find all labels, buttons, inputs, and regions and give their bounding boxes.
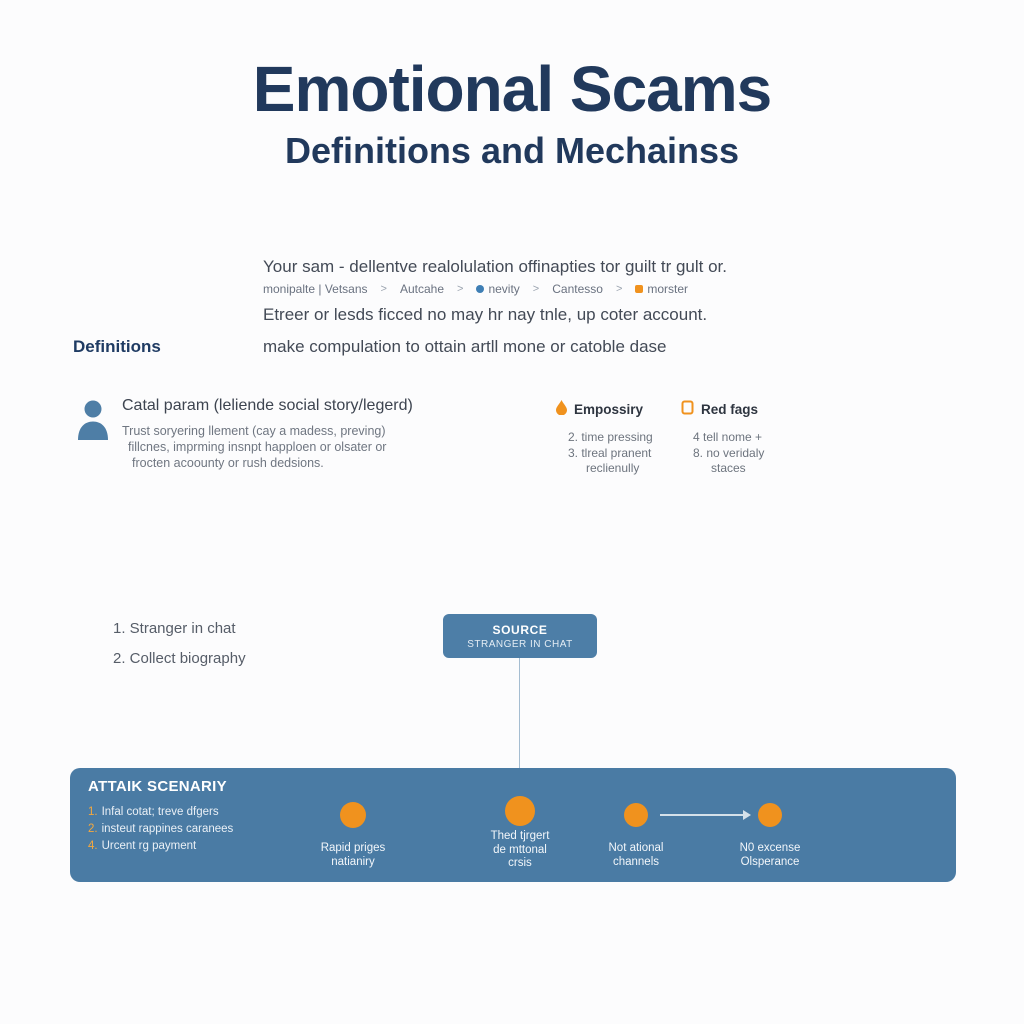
- flow-step: 2. Collect biography: [113, 650, 246, 667]
- timeline-label-line: Olsperance: [740, 855, 800, 868]
- attack-scenario-list: 1.Infal cotat; treve dfgers 2.insteut ra…: [88, 804, 233, 855]
- source-node-subtitle: STRANGER IN CHAT: [467, 638, 573, 650]
- orange-dot-icon: [635, 285, 644, 293]
- trust-title: Catal param (leliende social story/leger…: [122, 397, 413, 414]
- flow-step: 1. Stranger in chat: [113, 620, 236, 637]
- page-subtitle: Definitions and Mechainss: [284, 130, 740, 171]
- empossiry-title: Empossiry: [574, 401, 644, 417]
- definition-line-1: Your sam - dellentve realolulation offin…: [263, 257, 727, 276]
- definitions-block: Your sam - dellentve realolulation offin…: [263, 256, 823, 357]
- definition-line-2: Etreer or lesds ficced no may hr nay tnl…: [263, 305, 708, 324]
- timeline-label: N0 excense Olsperance: [710, 842, 830, 869]
- breadcrumb-item: monipalte | Vetsans: [263, 282, 368, 296]
- page-title: Emotional Scams: [252, 53, 773, 125]
- timeline-label-line: natianiry: [331, 855, 375, 868]
- breadcrumb-label: Autcahe: [399, 282, 444, 296]
- red-flags-item: 4 tell nome +: [693, 430, 763, 444]
- trust-body-line: Trust soryering llement (cay a madess, p…: [122, 424, 386, 438]
- trust-body: Trust soryering llement (cay a madess, p…: [122, 423, 472, 471]
- flag-square-icon: [681, 400, 694, 418]
- attack-scenario-item: 4.Urcent rg payment: [88, 838, 233, 855]
- breadcrumb-item: morster: [635, 282, 688, 296]
- attack-scenario-item: 2.insteut rappines caranees: [88, 821, 233, 838]
- arrow-right-icon: [660, 810, 751, 820]
- timeline-label-line: Thed tjrgert: [490, 830, 550, 842]
- person-icon: [76, 400, 110, 445]
- timeline-node: [758, 803, 782, 827]
- trust-body-line: fillcnes, imprming insnpt happloen or ol…: [128, 440, 387, 454]
- breadcrumb-item: Cantesso: [552, 282, 603, 296]
- timeline-label: Rapid priges natianiry: [293, 842, 413, 869]
- breadcrumb-label: nevity: [488, 282, 520, 296]
- trust-block: Catal param (leliende social story/leger…: [122, 397, 472, 471]
- flow-steps-list: 1. Stranger in chat 2. Collect biography: [113, 620, 246, 680]
- breadcrumb-label: Cantesso: [552, 282, 603, 296]
- droplet-icon: [556, 400, 567, 418]
- red-flags-header: Red fags: [681, 400, 789, 418]
- blue-dot-icon: [476, 285, 485, 293]
- timeline-label: Thed tjrgert de mttonal crsis: [460, 830, 580, 871]
- empossiry-item: reclienully: [586, 461, 640, 475]
- connector-line: [519, 658, 520, 798]
- empossiry-header: Empossiry: [556, 400, 674, 418]
- breadcrumb-label: morster: [647, 282, 689, 296]
- chevron-separator-icon: >: [457, 283, 464, 295]
- attack-scenario-band: ATTAIK SCENARIY 1.Infal cotat; treve dfg…: [70, 768, 956, 882]
- timeline-label-line: N0 excense: [739, 842, 801, 854]
- red-flags-item: 8. no veridaly: [693, 445, 765, 460]
- source-node-title: SOURCE: [492, 622, 548, 637]
- red-flags-items: 4 tell nome + 8. no veridaly staces: [681, 430, 789, 477]
- red-flags-block: Red fags 4 tell nome + 8. no veridaly st…: [681, 400, 789, 477]
- empossiry-item: 3. tlreal pranent: [568, 445, 652, 460]
- timeline-label-line: channels: [612, 855, 660, 868]
- empossiry-item: 2. time pressing: [568, 430, 653, 444]
- red-flags-item: staces: [711, 461, 746, 475]
- item-text: Infal cotat; treve dfgers: [101, 806, 219, 818]
- empossiry-items: 2. time pressing 3. tlreal pranent recli…: [556, 430, 674, 477]
- item-text: insteut rappines caranees: [101, 823, 234, 835]
- attack-scenario-item: 1.Infal cotat; treve dfgers: [88, 804, 233, 821]
- item-text: Urcent rg payment: [101, 840, 197, 852]
- source-node: SOURCE STRANGER IN CHAT: [443, 614, 597, 658]
- item-number: 4.: [88, 840, 98, 852]
- breadcrumb-label: monipalte | Vetsans: [263, 282, 368, 296]
- timeline-node: [505, 796, 535, 826]
- chevron-separator-icon: >: [615, 283, 623, 295]
- timeline-node: [624, 803, 648, 827]
- timeline-label: Not ational channels: [576, 842, 696, 869]
- breadcrumb: monipalte | Vetsans > Autcahe > nevity >…: [263, 282, 823, 296]
- attack-scenario-title: ATTAIK SCENARIY: [88, 778, 227, 795]
- chevron-separator-icon: >: [380, 283, 387, 295]
- empossiry-block: Empossiry 2. time pressing 3. tlreal pra…: [556, 400, 674, 477]
- timeline-label-line: Rapid priges: [320, 842, 386, 854]
- timeline-label-line: de mttonal: [493, 843, 547, 856]
- item-number: 2.: [88, 823, 98, 835]
- definition-line-3: make compulation to ottain artll mone or…: [263, 337, 667, 356]
- red-flags-title: Red fags: [701, 401, 759, 417]
- definitions-label: Definitions: [73, 337, 161, 356]
- item-number: 1.: [88, 806, 98, 818]
- timeline-label-line: Not ational: [608, 842, 664, 854]
- timeline-node: [340, 802, 366, 828]
- breadcrumb-item: nevity: [476, 282, 520, 296]
- timeline-label-line: crsis: [508, 857, 532, 869]
- trust-body-line: frocten acoounty or rush dedsions.: [132, 456, 324, 470]
- breadcrumb-item: Autcahe: [400, 282, 444, 296]
- chevron-separator-icon: >: [532, 283, 540, 295]
